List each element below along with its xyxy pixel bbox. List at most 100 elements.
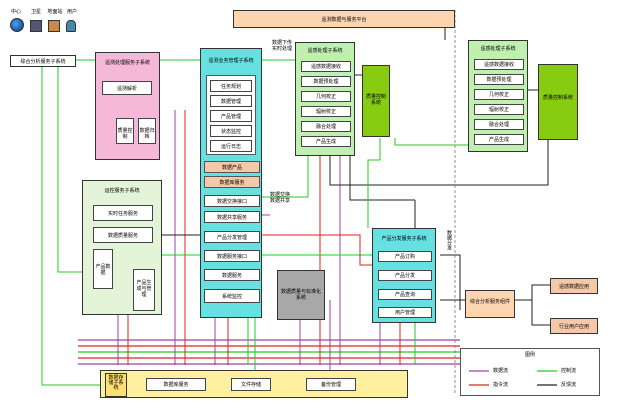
right-out-2[interactable]: 行业用户应用 [550,318,598,334]
pink-box-1[interactable]: 遥测解析 [102,81,152,95]
center-item-5[interactable]: 运行日志 [210,140,252,152]
cyan-right-title: 产品分发服务子系统 [381,236,427,242]
annotation-1: 数据下传 实时处理 [272,40,293,52]
person-icon [66,20,76,32]
mid-left-item-1[interactable]: 实时任务服务 [93,205,153,221]
center-item2-2-label: 数据共享服务 [216,215,247,221]
center-item-2-label: 数据管理 [220,99,241,105]
green1-item-5[interactable]: 融合处理 [301,121,351,132]
center-salmon-2-label: 数据库服务 [219,180,245,186]
green-panel-2-title: 遥感处理子系统 [480,46,516,52]
cyan-right-item-4[interactable]: 用户管理 [378,307,432,318]
green1-item-3[interactable]: 几何校正 [301,91,351,102]
center-item2-3[interactable]: 产品分发管理 [204,231,260,243]
center-item-4[interactable]: 状态监控 [210,125,252,137]
green1-item-4[interactable]: 辐射校正 [301,106,351,117]
center-item2-1-label: 数据交换接口 [216,199,247,205]
green2-item-5-label: 融合处理 [488,122,509,128]
mid-left-item-2[interactable]: 数据质量服务 [93,227,153,243]
right-center-box[interactable]: 综合分析服务组件 [465,290,515,318]
pink-box-1-label: 遥测解析 [116,86,137,92]
center-item-2[interactable]: 数据管理 [210,95,252,107]
center-upper-frame: 任务规划 数据管理 产品管理 状态监控 运行日志 [206,75,256,155]
cyan-right-item-1[interactable]: 产品订购 [378,251,432,262]
cyan-right-item-4-label: 用户管理 [394,310,415,316]
center-item2-3-label: 产品分发管理 [216,235,247,241]
green-panel-1: 遥感处理子系统 遥感数据接收 数据预处理 几何校正 辐射校正 融合处理 产品生成 [295,42,355,156]
mid-left-panel: 运控服务子系统 实时任务服务 数据质量服务 产品数据 产品生成与管理 [82,180,162,315]
green2-item-1-label: 遥感数据接收 [483,62,514,68]
center-small-box[interactable]: 系统监控 [204,289,260,303]
mid-left-box-b[interactable]: 产品生成与管理 [133,269,155,311]
center-item-3[interactable]: 产品管理 [210,110,252,122]
legend-swatches [469,370,557,386]
center-item2-4[interactable]: 数据服务接口 [204,250,260,262]
icon-label-2: 卫星 [30,9,41,15]
cyan-right-item-1-label: 产品订购 [394,254,415,260]
green2-item-3[interactable]: 几何校正 [474,89,524,100]
mid-left-item-2-label: 数据质量服务 [107,233,138,239]
right-out-1[interactable]: 遥感数据应用 [550,278,598,294]
legend-box: 图例 数据流 控制流 指令流 反馈流 [460,348,600,396]
bottom-box-3-label: 备份管理 [320,382,341,388]
globe-icon [10,18,24,32]
green1-item-2[interactable]: 数据预处理 [301,76,351,87]
green1-item-1-label: 遥感数据接收 [310,64,341,70]
green1-item-1[interactable]: 遥感数据接收 [301,61,351,72]
top-platform-box[interactable]: 遥测数据与服务平台 [233,10,455,28]
green1-item-3-label: 几何校正 [315,94,336,100]
cyan-right-item-2-label: 产品分发 [394,273,415,279]
center-item-5-label: 运行日志 [220,144,241,150]
mid-left-item-1-label: 实时任务服务 [107,211,138,217]
pink-panel: 遥测处理服务子系统 遥测解析 质量控制 数据归档 [95,52,160,160]
center-item-1-label: 任务规划 [220,84,241,90]
cyan-right-panel: 产品分发服务子系统 产品订购 产品分发 产品查询 用户管理 [372,228,436,323]
green1-lime-box[interactable]: 质量控制系统 [362,65,390,137]
center-item2-5[interactable]: 数据服务 [204,269,260,281]
gray-quality-label: 数据质量与标准化系统 [280,289,321,301]
bottom-box-1[interactable]: 数据库服务 [146,378,206,391]
green2-item-6[interactable]: 产品生成 [474,134,524,145]
center-salmon-1-label: 数据产品 [221,165,242,171]
green2-item-1[interactable]: 遥感数据接收 [474,59,524,70]
green2-item-2[interactable]: 数据预处理 [474,74,524,85]
station-icon [48,20,60,32]
center-item-1[interactable]: 任务规划 [210,80,252,92]
green1-item-5-label: 融合处理 [315,124,336,130]
top-icon-row: 中心 卫星 地面站 用户 [8,8,78,38]
left-analysis-box[interactable]: 综合分析服务子系统 [10,55,76,67]
mid-left-box-a[interactable]: 产品数据 [93,249,113,289]
center-item2-1[interactable]: 数据交换接口 [204,195,260,207]
green1-lime-label: 质量控制系统 [365,94,386,106]
right-center-label: 综合分析服务组件 [469,299,510,305]
green2-item-3-label: 几何校正 [488,92,509,98]
icon-label-1: 中心 [10,9,21,15]
mid-left-box-b-label: 产品生成与管理 [136,280,152,298]
pink-box-2[interactable]: 质量控制 [116,118,134,144]
pink-box-2-label: 质量控制 [117,128,133,140]
right-out-2-label: 行业用户应用 [558,324,589,330]
bottom-box-3[interactable]: 备份管理 [306,378,356,391]
left-analysis-label: 综合分析服务子系统 [20,59,66,65]
cyan-right-item-3-label: 产品查询 [394,292,415,298]
green1-item-4-label: 辐射校正 [315,109,336,115]
pink-box-3[interactable]: 数据归档 [138,118,156,144]
green2-item-5[interactable]: 融合处理 [474,119,524,130]
center-salmon-2[interactable]: 数据库服务 [204,176,260,188]
icon-label-3: 地面站 [47,9,63,15]
green2-item-4-label: 辐射校正 [488,107,509,113]
bottom-storage-panel: 数据存储子系统 数据库服务 文件存储 备份管理 [100,370,408,398]
bottom-box-2[interactable]: 文件存储 [231,378,271,391]
gray-quality-box[interactable]: 数据质量与标准化系统 [277,270,325,320]
top-platform-label: 遥测数据与服务平台 [321,17,367,23]
cyan-right-item-2[interactable]: 产品分发 [378,270,432,281]
center-item2-2[interactable]: 数据共享服务 [204,211,260,223]
center-salmon-1[interactable]: 数据产品 [204,161,260,173]
icon-label-4: 用户 [66,9,77,15]
cyan-right-item-3[interactable]: 产品查询 [378,289,432,300]
green2-lime-box[interactable]: 质量控制系统 [538,64,578,140]
green1-item-6[interactable]: 产品生成 [301,136,351,147]
bottom-box-2-label: 文件存储 [240,382,261,388]
cyan-right-vertical-label: 数据分发 [446,230,452,250]
green2-item-4[interactable]: 辐射校正 [474,104,524,115]
